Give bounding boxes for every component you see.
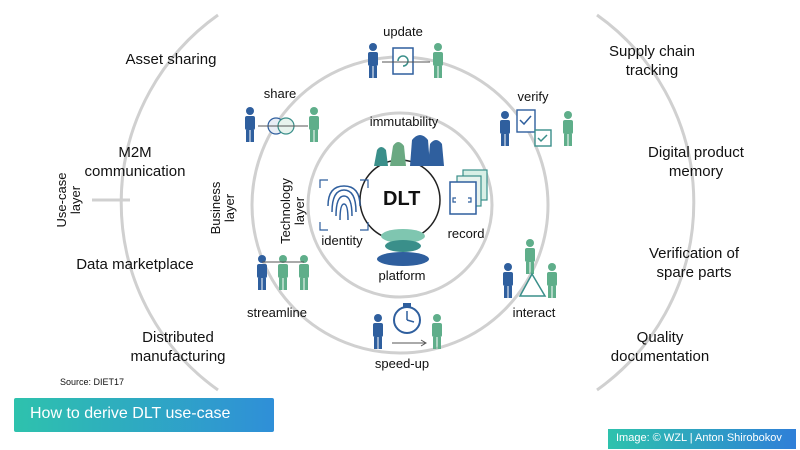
technology-layer-line1: Technology bbox=[278, 178, 293, 244]
business-layer-label: Business layer bbox=[208, 180, 239, 236]
platform-icon bbox=[377, 229, 429, 266]
credit-text: Image: © WZL | Anton Shirobokov bbox=[616, 432, 782, 444]
usecase-layer-label: Use-case layer bbox=[54, 170, 85, 230]
usecase-supply-chain-line1: Supply chain bbox=[609, 43, 695, 60]
usecase-layer-line2: layer bbox=[68, 185, 83, 215]
identity-icon bbox=[319, 179, 369, 231]
technology-layer-label: Technology layer bbox=[278, 171, 309, 251]
immutability-icon bbox=[374, 135, 444, 166]
usecase-quality-line1: Quality bbox=[636, 329, 684, 346]
interact-icon bbox=[503, 239, 557, 298]
activity-update: update bbox=[383, 24, 423, 39]
activity-streamline: streamline bbox=[247, 305, 307, 320]
tech-platform: platform bbox=[378, 268, 426, 283]
activity-share: share bbox=[263, 86, 297, 101]
business-layer-line2: layer bbox=[222, 193, 237, 223]
usecase-arc-left bbox=[119, 13, 219, 392]
usecase-data-marketplace: Data marketplace bbox=[76, 256, 194, 273]
activity-interact: interact bbox=[512, 305, 556, 320]
activity-verify: verify bbox=[517, 89, 549, 104]
business-layer-line1: Business bbox=[208, 181, 223, 235]
technology-layer-line2: layer bbox=[292, 196, 307, 226]
usecase-supply-chain-line2: tracking bbox=[625, 62, 679, 79]
tech-immutability: immutability bbox=[369, 114, 439, 129]
record-icon bbox=[449, 169, 488, 215]
dlt-label: DLT bbox=[383, 188, 421, 210]
update-icon bbox=[368, 43, 443, 78]
usecase-distributed-line1: Distributed bbox=[142, 329, 214, 346]
streamline-icon bbox=[257, 255, 309, 290]
usecase-quality-line2: documentation bbox=[610, 348, 710, 365]
usecase-spare-parts-line2: spare parts bbox=[656, 264, 732, 281]
usecase-distributed-line2: manufacturing bbox=[130, 348, 226, 365]
verify-icon bbox=[500, 109, 573, 147]
banner-text: How to derive DLT use-case bbox=[30, 405, 231, 422]
usecase-m2m-line1: M2M bbox=[118, 144, 152, 161]
source-note: Source: DIET17 bbox=[60, 377, 125, 387]
share-icon bbox=[245, 107, 319, 142]
usecase-digital-memory-line1: Digital product bbox=[648, 144, 744, 161]
speedup-icon bbox=[373, 303, 442, 349]
activity-speedup: speed-up bbox=[374, 356, 430, 371]
usecase-layer-line1: Use-case bbox=[54, 172, 69, 228]
usecase-m2m-line2: communication bbox=[84, 163, 186, 180]
technology-ring bbox=[306, 111, 494, 299]
tech-record: record bbox=[447, 226, 485, 241]
usecase-digital-memory-line2: memory bbox=[668, 163, 724, 180]
usecase-arc-right bbox=[596, 13, 696, 392]
tech-identity: identity bbox=[321, 233, 363, 248]
usecase-spare-parts-line1: Verification of bbox=[648, 245, 740, 262]
image-credit: Image: © WZL | Anton Shirobokov bbox=[608, 429, 796, 449]
usecase-asset-sharing: Asset sharing bbox=[125, 51, 217, 68]
title-banner: How to derive DLT use-case bbox=[14, 398, 274, 432]
